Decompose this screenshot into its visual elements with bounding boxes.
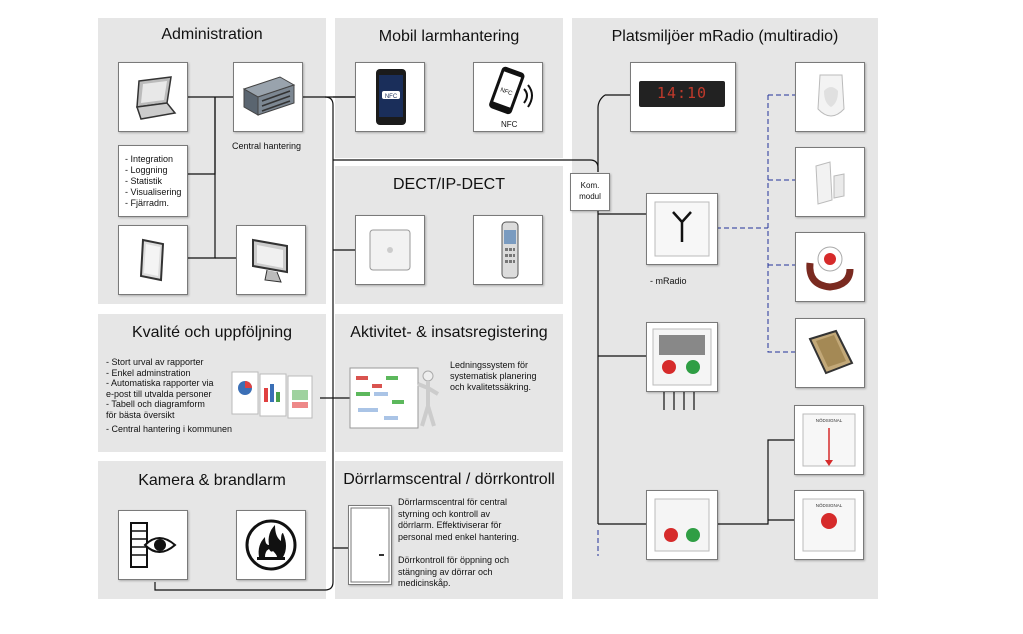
nfc-device: NFC NFC: [473, 62, 543, 132]
feature-item: - Loggning: [125, 165, 168, 175]
door-device: [348, 505, 392, 585]
camera-eye-icon: [130, 522, 177, 568]
laptop-icon: [136, 76, 177, 120]
admin-features-list: - Integration - Loggning - Statistik - V…: [118, 145, 188, 217]
svg-text:NÖDSIGNAL: NÖDSIGNAL: [816, 502, 843, 508]
text-line: systematisk planering: [450, 371, 537, 381]
panel-title: Dörrlarmscentral / dörrkontroll: [343, 471, 555, 488]
text-line: och kvalitetssäkring.: [450, 382, 532, 392]
feature-item: - Statistik: [125, 176, 163, 186]
dect-handset: [473, 215, 543, 285]
svg-text:NÖDSIGNAL: NÖDSIGNAL: [816, 417, 843, 423]
antenna-icon: [654, 201, 710, 257]
text-line: styrning och kontroll av: [398, 508, 491, 519]
aktivitet-text: Ledningssystem för systematisk planering…: [450, 360, 537, 393]
call-button-icon: [654, 498, 710, 552]
text-line: - Enkel adminstration: [106, 367, 191, 378]
monitor-icon: [252, 238, 288, 283]
nfc-label: NFC: [501, 120, 518, 129]
text-line: dörrlarm. Effektiviserar för: [398, 520, 502, 530]
pull-cord-icon: NÖDSIGNAL: [802, 413, 856, 467]
smartphone-device: NFC: [355, 62, 425, 132]
nfc-phone-icon: NFC: [489, 66, 533, 115]
planning-board-icon: [349, 367, 440, 429]
dect-base-station: [355, 215, 425, 285]
kom-modul-box: Kom. modul: [570, 173, 610, 211]
panel-title: Kamera & brandlarm: [138, 472, 286, 489]
svg-text:NFC: NFC: [499, 87, 513, 97]
fire-alarm-device: [236, 510, 306, 580]
text-line: - Central hantering i kommunen: [106, 423, 233, 434]
svg-text:NFC: NFC: [385, 94, 398, 100]
clock-time: 14:10: [656, 84, 708, 102]
door-icon: [350, 507, 390, 583]
motion-sensor-icon: [817, 74, 845, 117]
text-line: för bästa översikt: [106, 409, 175, 420]
feature-item: - Visualisering: [125, 187, 182, 197]
mradio-label: - mRadio: [650, 276, 687, 286]
kvalite-text: - Stort urval av rapporter - Enkel admin…: [106, 357, 232, 434]
floor-mat-sensor-device: [795, 318, 865, 388]
door-sensor-icon: [815, 161, 845, 205]
smartphone-icon: NFC: [376, 69, 406, 125]
text-line: Ledningssystem för: [450, 360, 529, 370]
panel-title: DECT/IP-DECT: [393, 176, 505, 193]
panel-title: Administration: [161, 26, 263, 43]
clock-display-device: 14:10: [630, 62, 736, 132]
alarm-panel-icon: [652, 328, 712, 386]
camera-device: [118, 510, 188, 580]
door-sensor-device: [795, 147, 865, 217]
text-line: medicinskåp.: [398, 578, 451, 588]
text-line: personal med enkel hantering.: [398, 531, 520, 542]
text-line: e-post till utvalda personer: [106, 388, 212, 399]
kom-modul-label: modul: [579, 192, 601, 201]
server-device: [233, 62, 303, 132]
dorr-text-2: Dörrkontroll för öppning och stängning a…: [398, 555, 509, 590]
pull-cord-device: NÖDSIGNAL: [794, 405, 864, 475]
text-line: Dörrlarmscentral för central: [398, 497, 508, 507]
tablet-icon: [139, 238, 165, 282]
motion-sensor-device: [795, 62, 865, 132]
mradio-device: [646, 193, 718, 265]
laptop-device: [118, 62, 188, 132]
report-charts-icon: [231, 371, 313, 419]
call-button-device: [646, 490, 718, 560]
panel-title: Mobil larmhantering: [378, 28, 520, 45]
reports-graphic: [230, 370, 314, 420]
planning-graphic: [348, 362, 440, 434]
text-line: stängning av dörrar och: [398, 566, 493, 577]
feature-item: - Integration: [125, 154, 174, 164]
panel-title: Platsmiljöer mRadio (multiradio): [611, 28, 839, 45]
text-line: - Automatiska rapporter via: [106, 378, 214, 389]
handset-icon: [501, 221, 519, 279]
base-station-icon: [369, 229, 411, 271]
emergency-button-icon: NÖDSIGNAL: [802, 498, 856, 552]
text-line: - Stort urval av rapporter: [106, 357, 204, 367]
panel-title: Aktivitet- & insatsregistering: [350, 324, 548, 341]
central-hantering-label: Central hantering: [232, 141, 302, 151]
alarm-panel-device: [646, 322, 718, 392]
wristband-icon: [806, 246, 854, 291]
clock-display: [639, 81, 725, 107]
panel-aktivitet: Aktivitet- & insatsregistering: [335, 314, 563, 452]
alarm-wristband-device: [795, 232, 865, 302]
panel-title: Kvalité och uppföljning: [131, 324, 293, 341]
tablet-device: [118, 225, 188, 295]
server-icon: [242, 76, 296, 116]
text-line: Dörrkontroll för öppning och: [398, 555, 510, 565]
dorr-text-1: Dörrlarmscentral för central styrning oc…: [398, 497, 519, 543]
fire-icon: [245, 519, 297, 571]
monitor-device: [236, 225, 306, 295]
text-line: - Tabell och diagramform: [106, 399, 205, 410]
kom-modul-label: Kom.: [580, 181, 600, 190]
feature-item: - Fjärradm.: [125, 198, 170, 208]
emergency-button-device: NÖDSIGNAL: [794, 490, 864, 560]
floor-mat-icon: [808, 329, 854, 375]
